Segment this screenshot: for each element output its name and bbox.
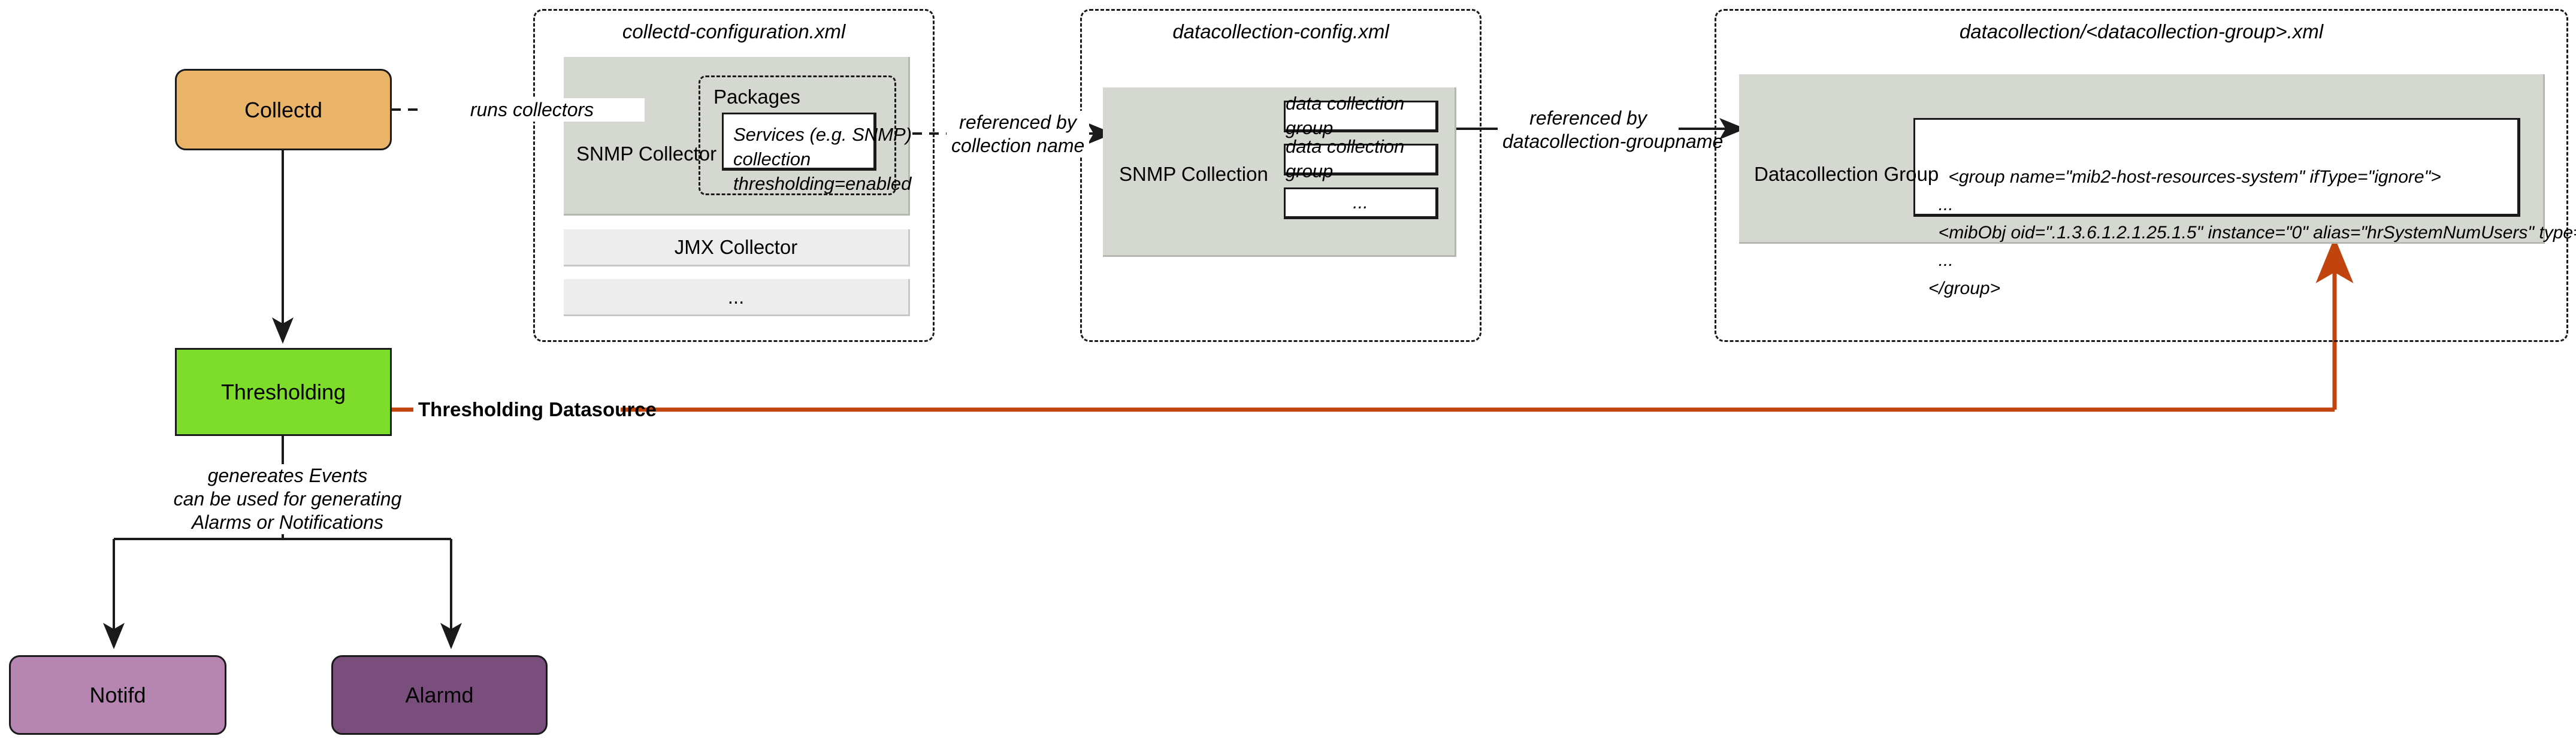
node-notifd-label: Notifd <box>89 683 146 707</box>
group-packages: Packages <box>699 75 896 195</box>
box-xml-snippet[interactable]: <group name="mib2-host-resources-system"… <box>1913 118 2576 298</box>
panel-jmx-collector-label: JMX Collector <box>674 235 798 258</box>
box-services[interactable]: Services (e.g. SNMP) collection threshol… <box>722 113 912 194</box>
container-collectd-configuration-xml: collectd-configuration.xml <box>533 9 935 342</box>
container-datacollection-group-xml: datacollection/<datacollection-group>.xm… <box>1715 9 2568 342</box>
box-data-collection-group-3[interactable]: ... <box>1284 187 1438 219</box>
panel-more-collectors-label: ... <box>727 285 745 308</box>
box-data-collection-group-2-label: data collection group <box>1286 135 1405 181</box>
node-thresholding-label: Thresholding <box>220 380 346 404</box>
edge-label-generates-events: genereates Events can be used for genera… <box>157 464 418 535</box>
panel-snmp-collection-label: SNMP Collection <box>1119 163 1268 185</box>
node-thresholding[interactable]: Thresholding <box>175 348 392 436</box>
node-collectd-label: Collectd <box>244 97 323 122</box>
container-datacollection-group-xml-title: datacollection/<datacollection-group>.xm… <box>1959 20 2324 43</box>
panel-more-collectors[interactable]: ... <box>564 279 910 316</box>
box-data-collection-group-1[interactable]: data collection group <box>1284 93 1438 138</box>
node-notifd[interactable]: Notifd <box>9 655 226 735</box>
edge-label-thresholding-datasource: Thresholding Datasource <box>413 398 657 422</box>
box-data-collection-group-3-label: ... <box>1353 192 1368 213</box>
node-alarmd-label: Alarmd <box>405 683 474 707</box>
edge-label-referenced-by-groupname: referenced by datacollection-groupname <box>1498 107 1723 154</box>
panel-datacollection-group-label: Datacollection Group <box>1754 163 1939 185</box>
container-datacollection-config-xml-title: datacollection-config.xml <box>1172 20 1389 43</box>
box-services-label: Services (e.g. SNMP) collection threshol… <box>733 124 912 194</box>
edge-label-referenced-by-collection-name: referenced by collection name <box>947 111 1089 158</box>
panel-jmx-collector[interactable]: JMX Collector <box>564 229 910 266</box>
edge-label-runs-collectors: runs collectors <box>419 98 645 122</box>
box-data-collection-group-2[interactable]: data collection group <box>1284 136 1438 181</box>
box-data-collection-group-1-label: data collection group <box>1286 92 1405 138</box>
box-xml-snippet-text: <group name="mib2-host-resources-system"… <box>1928 166 2576 298</box>
container-collectd-configuration-xml-title: collectd-configuration.xml <box>622 20 846 43</box>
panel-snmp-collector-label: SNMP Collector <box>576 143 717 165</box>
group-packages-label: Packages <box>713 86 800 108</box>
node-alarmd[interactable]: Alarmd <box>331 655 548 735</box>
container-datacollection-config-xml: datacollection-config.xml <box>1080 9 1481 342</box>
node-collectd[interactable]: Collectd <box>175 69 392 150</box>
